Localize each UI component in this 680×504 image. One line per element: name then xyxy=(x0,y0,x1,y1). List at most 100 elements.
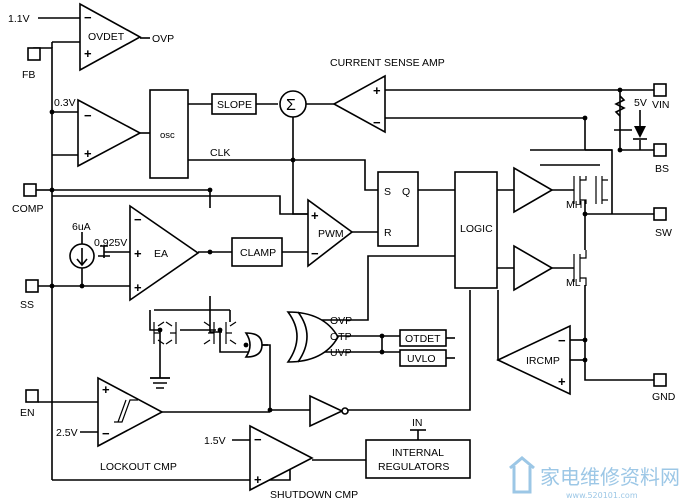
transistor-q4 xyxy=(225,321,237,345)
mh-label: MH xyxy=(566,199,582,211)
current-sense-amp: + − CURRENT SENSE AMP xyxy=(330,57,445,134)
bs-diode xyxy=(633,126,647,140)
ea-label: EA xyxy=(154,248,168,260)
protection-or-gate: OVP OTP UVP xyxy=(286,311,352,363)
pin-ss-label: SS xyxy=(20,299,34,311)
otdet-label: OTDET xyxy=(405,333,441,345)
ground-symbol xyxy=(150,377,170,389)
osc-label: osc xyxy=(160,130,175,141)
internal-regulators: IN INTERNAL REGULATORS xyxy=(365,417,471,479)
shutdown-minus: − xyxy=(254,432,262,447)
ovdet-label: OVDET xyxy=(88,31,125,43)
lockout-triangle xyxy=(97,376,164,448)
otdet-block: OTDET xyxy=(399,329,447,347)
in-label: IN xyxy=(412,417,423,429)
pin-bs: BS xyxy=(653,143,669,175)
osc-amp-minus: − xyxy=(84,108,92,123)
pin-gnd-label: GND xyxy=(652,391,676,403)
lockout-minus: − xyxy=(102,426,110,441)
shutdown-ref-label: 1.5V xyxy=(204,435,226,447)
pin-ss: SS xyxy=(20,279,39,311)
mh-transistor: MH xyxy=(566,176,608,211)
ircmp-minus: − xyxy=(558,333,566,348)
error-amplifier: − + + EA xyxy=(129,204,200,302)
small-gate xyxy=(244,332,263,358)
regulators-box xyxy=(365,439,471,479)
watermark-cn: 家电维修资料网 xyxy=(540,465,680,489)
pin-vin: VIN xyxy=(652,83,670,111)
lockout-label: LOCKOUT CMP xyxy=(100,461,177,473)
ircmp-triangle xyxy=(496,324,571,396)
inverter-triangle xyxy=(309,394,344,428)
clamp-block: CLAMP xyxy=(231,237,283,267)
uvp-label: UVP xyxy=(330,347,352,359)
pin-en: EN xyxy=(20,389,39,419)
sr-r: R xyxy=(384,227,392,239)
osc-comparator: − + xyxy=(77,98,142,168)
pin-sw: SW xyxy=(653,207,672,239)
sr-s: S xyxy=(384,186,391,198)
or-gate-shape xyxy=(286,311,339,363)
ircmp-comparator: − + IRCMP xyxy=(496,324,571,396)
csa-triangle xyxy=(332,74,386,134)
enable-inverter xyxy=(309,394,349,428)
ovdet-ref-label: 1.1V xyxy=(8,13,30,25)
ml-transistor: ML xyxy=(566,250,587,289)
pin-sw-box xyxy=(653,207,667,221)
pwm-triangle xyxy=(307,198,354,268)
pin-comp: COMP xyxy=(12,183,44,215)
uvlo-block: UVLO xyxy=(399,349,447,367)
current-source xyxy=(69,243,95,269)
ovdet-comparator: − + OVDET OVP xyxy=(79,2,174,72)
diode-triangle xyxy=(634,126,646,138)
uvlo-label: UVLO xyxy=(407,353,436,365)
soft-start-transistors xyxy=(150,321,237,389)
pin-bs-label: BS xyxy=(655,163,669,175)
ea-minus: − xyxy=(134,212,142,227)
pwm-minus: − xyxy=(311,246,319,261)
uvlo-box xyxy=(399,349,447,367)
ea-ref-source xyxy=(98,245,110,257)
pin-en-box xyxy=(25,389,39,403)
ml-symbol xyxy=(573,250,587,286)
sr-q: Q xyxy=(402,186,410,198)
clamp-box xyxy=(231,237,283,267)
sense-resistor xyxy=(614,95,626,117)
ovp-label: OVP xyxy=(330,315,352,327)
sr-box xyxy=(377,171,419,247)
clk-label: CLK xyxy=(210,147,230,159)
low-side-driver xyxy=(513,244,554,292)
regulators-label-2: REGULATORS xyxy=(378,461,449,473)
pin-sw-label: SW xyxy=(655,227,672,239)
ml-label: ML xyxy=(566,277,581,289)
high-side-driver xyxy=(513,166,554,214)
csa-plus: + xyxy=(373,83,381,98)
lockout-ref-label: 2.5V xyxy=(56,427,78,439)
lockout-comparator: + − LOCKOUT CMP xyxy=(97,376,177,473)
osc-box xyxy=(149,89,189,179)
transistor-q3 xyxy=(203,321,215,345)
osc-amp-plus: + xyxy=(84,146,92,161)
otdet-box xyxy=(399,329,447,347)
pin-comp-box xyxy=(23,183,37,197)
pin-vin-box xyxy=(653,83,667,97)
transistor-q2 xyxy=(165,321,177,345)
sr-latch: S Q R xyxy=(377,171,419,247)
watermark: 家电维修资料网 www.520101.com xyxy=(509,456,680,500)
osc-block: osc CLK xyxy=(149,89,230,179)
shutdown-label: SHUTDOWN CMP xyxy=(270,489,358,501)
sum-symbol: Σ xyxy=(286,97,296,114)
ea-plus-1: + xyxy=(134,246,142,261)
shutdown-triangle xyxy=(249,424,314,492)
wires xyxy=(33,17,654,481)
pin-fb-box xyxy=(27,47,41,61)
pwm-plus: + xyxy=(311,208,319,223)
osc-ref-label: 0.3V xyxy=(54,97,76,109)
ss-current-label: 6uA xyxy=(72,221,91,233)
transistor-q1 xyxy=(153,321,165,345)
pin-fb: FB xyxy=(22,47,41,81)
ovdet-triangle xyxy=(79,2,142,72)
current-source-arrow xyxy=(76,248,88,267)
